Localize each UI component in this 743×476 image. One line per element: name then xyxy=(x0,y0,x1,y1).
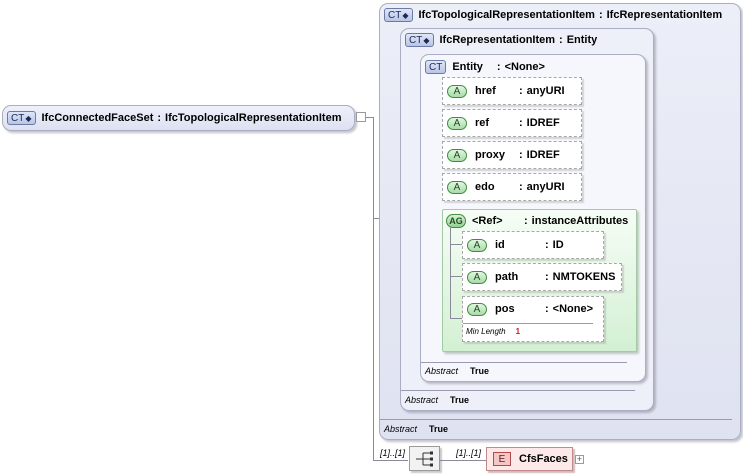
attribute-edo[interactable]: A edo : anyURI xyxy=(442,173,582,201)
attribute-name: ref xyxy=(475,117,490,129)
abstract-label: Abstract xyxy=(384,424,418,434)
divider xyxy=(421,362,627,363)
connector-group-id xyxy=(450,244,462,245)
attribute-icon: A xyxy=(447,180,467,194)
complex-type-icon: CT xyxy=(425,60,447,74)
attribute-icon: A xyxy=(467,238,487,252)
attribute-href[interactable]: A href : anyURI xyxy=(442,77,582,105)
attribute-name: href xyxy=(475,85,496,97)
attribute-proxy[interactable]: A proxy : IDREF xyxy=(442,141,582,169)
sequence-icon xyxy=(416,451,433,467)
attribute-name: pos xyxy=(495,303,515,315)
level1-type-base: IfcRepresentationItem xyxy=(606,9,723,21)
attribute-type: anyURI xyxy=(526,85,565,97)
element-cfsfaces[interactable]: E CfsFaces xyxy=(486,447,573,471)
connector-to-sequence xyxy=(373,460,408,461)
attribute-name: edo xyxy=(475,181,495,193)
attribute-type: NMTOKENS xyxy=(552,271,616,283)
sequence-compositor[interactable] xyxy=(409,446,440,471)
complex-type-icon: CT◆ xyxy=(7,111,36,125)
attribute-ref[interactable]: A ref : IDREF xyxy=(442,109,582,137)
connector-trunk xyxy=(373,117,374,460)
complex-type-icon: CT◆ xyxy=(405,33,434,47)
root-type-base: IfcTopologicalRepresentationItem xyxy=(165,112,342,124)
attribute-name: path xyxy=(495,271,519,283)
connector-group-path xyxy=(450,276,462,277)
attribute-path[interactable]: A path : NMTOKENS xyxy=(462,263,622,291)
connector-sequence-element xyxy=(440,460,486,461)
connector-to-level1 xyxy=(373,218,383,219)
expand-toggle[interactable]: + xyxy=(575,454,584,464)
divider xyxy=(401,390,635,391)
attribute-name: proxy xyxy=(475,149,505,161)
attribute-icon: A xyxy=(447,84,467,98)
abstract-value: True xyxy=(450,395,470,405)
abstract-label: Abstract xyxy=(425,366,459,376)
entity-type-name: Entity xyxy=(452,61,483,73)
level1-type-name: IfcTopologicalRepresentationItem xyxy=(418,9,595,21)
level2-type-base: Entity xyxy=(566,34,598,46)
connector-group-trunk xyxy=(450,227,451,319)
attribute-icon: A xyxy=(467,303,487,316)
abstract-value: True xyxy=(429,424,449,434)
attribute-group-icon: AG xyxy=(446,214,466,228)
element-icon: E xyxy=(493,452,511,466)
divider xyxy=(380,419,732,420)
attribute-icon: A xyxy=(467,270,487,284)
element-multiplicity: [1]..[1] xyxy=(456,448,482,458)
attribute-icon: A xyxy=(447,116,467,130)
collapse-toggle[interactable] xyxy=(356,112,366,122)
level2-type-name: IfcRepresentationItem xyxy=(439,34,556,46)
facet-value: 1 xyxy=(515,327,521,336)
attribute-id[interactable]: A id : ID xyxy=(462,231,604,259)
connector-group-pos xyxy=(450,318,462,319)
attribute-type: IDREF xyxy=(526,117,560,129)
element-name: CfsFaces xyxy=(519,453,568,465)
attribute-group-name: <Ref> xyxy=(472,215,503,227)
abstract-value: True xyxy=(470,366,490,376)
entity-type-base: <None> xyxy=(504,61,545,73)
root-type-name: IfcConnectedFaceSet xyxy=(41,112,154,124)
sequence-multiplicity: [1]..[1] xyxy=(380,448,406,458)
facet-label: Min Length xyxy=(466,327,506,336)
abstract-label: Abstract xyxy=(405,395,439,405)
attribute-icon: A xyxy=(447,148,467,162)
attribute-type: anyURI xyxy=(526,181,565,193)
attribute-type: ID xyxy=(552,239,564,251)
attribute-type: <None> xyxy=(552,303,594,315)
attribute-type: IDREF xyxy=(526,149,560,161)
attribute-name: id xyxy=(495,239,505,251)
attribute-group-type: instanceAttributes xyxy=(531,215,629,227)
root-type-box[interactable]: CT◆ IfcConnectedFaceSet : IfcTopological… xyxy=(2,105,355,131)
complex-type-icon: CT◆ xyxy=(384,8,413,22)
divider xyxy=(463,323,593,324)
